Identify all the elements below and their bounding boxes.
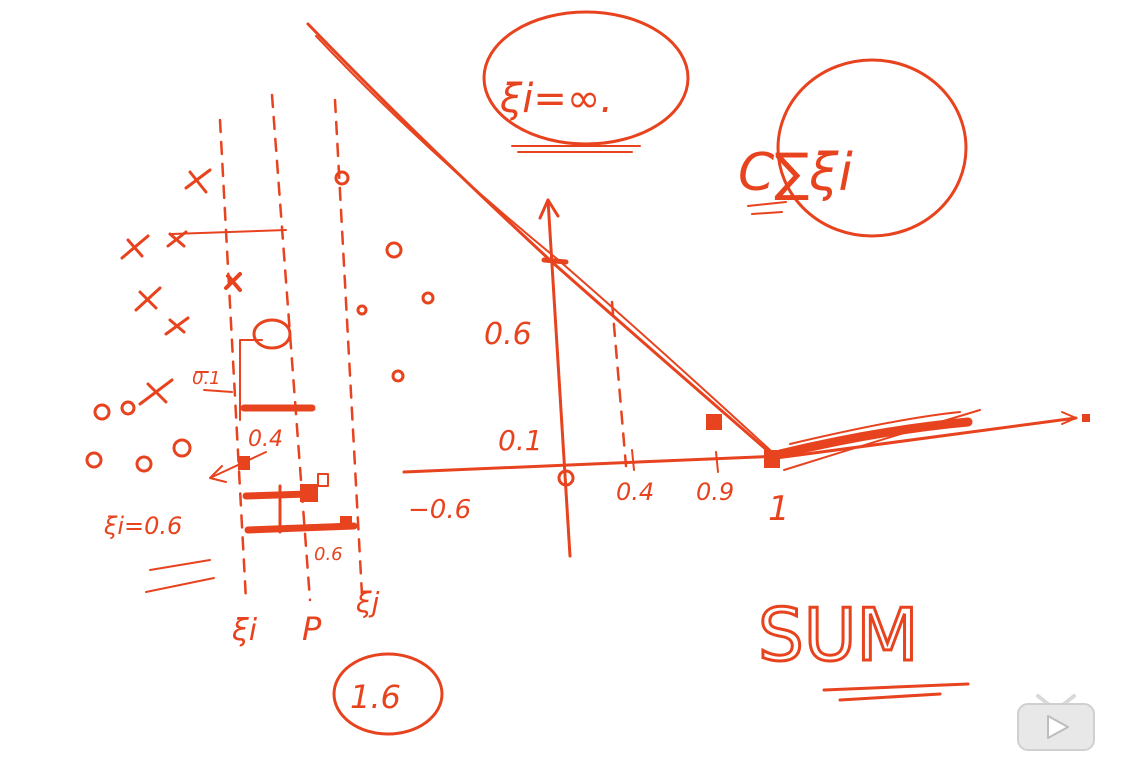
point-square-4 [340, 516, 352, 528]
negative-points [120, 168, 242, 406]
margin-line-left [218, 118, 248, 602]
graph-x-axis [402, 454, 782, 474]
x-tick-neg: −0.6 [408, 495, 471, 525]
xi-infinity-label: ξi=∞. [499, 76, 613, 122]
x-tick-1: 1 [768, 489, 790, 529]
slack-arrow-top [171, 229, 287, 235]
circled-value [332, 652, 444, 736]
hinge-loss-graph: 0.6 0.1 −0.6 0.4 0.9 1 [306, 22, 1090, 558]
label-xi-neg: ξi [231, 613, 258, 648]
x-tick-04: 0.4 [616, 478, 654, 506]
label-p: P [302, 610, 322, 648]
sum-note: SUM [757, 592, 970, 702]
point-square-2 [300, 484, 318, 502]
svm-band-diagram: 0.1 0.4 0.6 ξi=0.6 ξi P ξj 1.6 [85, 93, 444, 736]
y-tick-01: 0.1 [498, 424, 543, 457]
xi-infinity-bubble: ξi=∞. [482, 10, 690, 153]
x-tick-09: 0.9 [696, 478, 734, 506]
play-button-icon[interactable] [1012, 688, 1100, 754]
margin-line-right [333, 98, 364, 597]
slack-bar-06-upper [242, 490, 312, 500]
highlighted-point [252, 318, 292, 350]
y-tick-06: 0.6 [484, 317, 532, 352]
value-label-04: 0.4 [248, 427, 283, 452]
point-square-3 [317, 473, 329, 487]
sum-formula-label: C∑ξi [738, 143, 853, 203]
sum-formula-bubble: C∑ξi [738, 58, 968, 238]
positive-points [85, 170, 435, 473]
circled-value-label: 1.6 [350, 678, 401, 716]
slack-bar-06-lower [244, 522, 358, 534]
value-label-01: 0.1 [192, 368, 221, 389]
hinge-flat-tail [774, 416, 1078, 460]
value-label-06: 0.6 [314, 544, 343, 565]
hyperplane-line [270, 93, 312, 602]
label-xi-pos: ξj [355, 586, 380, 619]
xi-equals-note: ξi=0.6 [103, 512, 182, 540]
sum-word: SUM [758, 593, 919, 677]
